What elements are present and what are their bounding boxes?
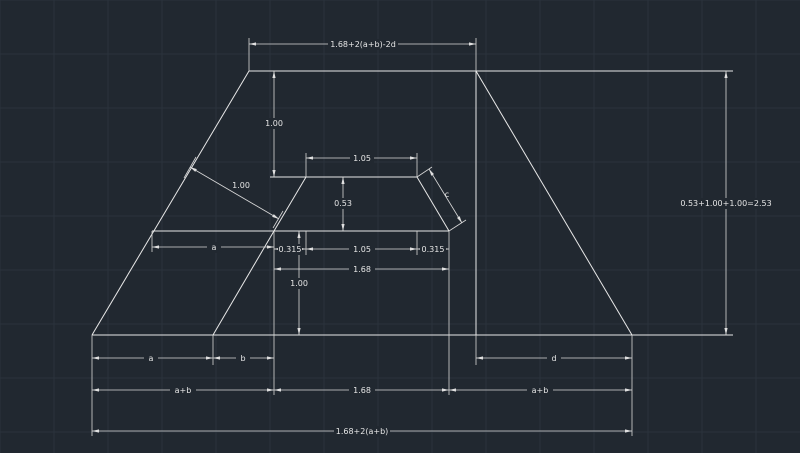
label-bottom-ab-left: a+b — [175, 386, 192, 395]
label-bottom-168: 1.68 — [353, 386, 371, 395]
label-bottom-b: b — [240, 354, 245, 363]
label-step-right: 0.315 — [422, 245, 445, 254]
dimension-lines — [91, 38, 727, 436]
label-total-bottom: 1.68+2(a+b) — [336, 427, 389, 436]
label-bottom-d: d — [551, 354, 556, 363]
label-inner-height-left: 1.00 — [265, 119, 283, 128]
inner-left-slope — [212, 230, 275, 336]
label-total-height: 0.53+1.00+1.00=2.53 — [680, 199, 771, 208]
label-a-upper: a — [212, 243, 217, 252]
outer-right-slope — [475, 70, 633, 336]
label-height-lower-100: 1.00 — [290, 279, 308, 288]
label-width-168-upper: 1.68 — [353, 265, 371, 274]
label-top-width: 1.68+2(a+b)-2d — [330, 40, 396, 49]
label-c: c — [445, 190, 449, 199]
label-bottom-a: a — [149, 354, 154, 363]
label-inner-mid-width: 1.05 — [353, 245, 371, 254]
inner-upper-slope — [273, 176, 307, 232]
label-inner-height-053: 0.53 — [334, 199, 352, 208]
label-step-left: 0.315 — [279, 245, 302, 254]
drawing-geometry — [91, 70, 733, 336]
label-inner-top-width: 1.05 — [353, 154, 371, 163]
outer-left-slope — [91, 70, 250, 336]
label-diagonal-1: 1.00 — [232, 181, 250, 190]
dimension-labels: 1.68+2(a+b)-2d 1.00 1.00 1.05 c 0.53 a 0… — [144, 39, 772, 437]
label-bottom-ab-right: a+b — [532, 386, 549, 395]
inner-right-slope — [416, 176, 450, 232]
